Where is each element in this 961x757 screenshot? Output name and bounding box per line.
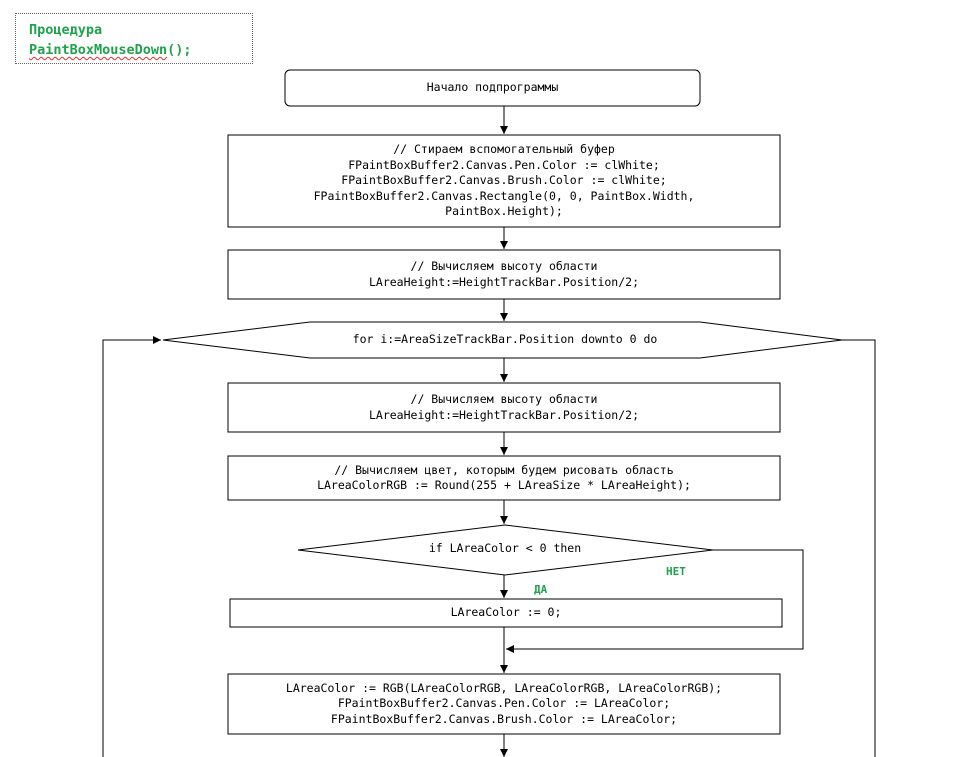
procedure-title-box: Процедура PaintBoxMouseDown(); bbox=[15, 13, 253, 64]
procedure-title-line2: PaintBoxMouseDown(); bbox=[29, 40, 252, 60]
code-line: LAreaColor := 0; bbox=[450, 605, 562, 620]
code-line: FPaintBoxBuffer2.Canvas.Brush.Color := c… bbox=[341, 173, 667, 188]
procedure-name: PaintBoxMouseDown bbox=[29, 42, 168, 58]
loop-text: for i:=AreaSizeTrackBar.Position downto … bbox=[310, 322, 700, 358]
code-line: LAreaColor := RGB(LAreaColorRGB, LAreaCo… bbox=[285, 680, 723, 695]
code-line: // Вычисляем высоту области bbox=[410, 259, 598, 273]
code-line: FPaintBoxBuffer2.Canvas.Pen.Color := LAr… bbox=[337, 696, 671, 711]
loop-return-line bbox=[102, 336, 161, 757]
code-line: FPaintBoxBuffer2.Canvas.Brush.Color := L… bbox=[330, 711, 678, 726]
code-line: FPaintBoxBuffer2.Canvas.Rectangle(0, 0, … bbox=[313, 188, 695, 203]
code-line: PaintBox.Height); bbox=[445, 204, 563, 219]
code-line: FPaintBoxBuffer2.Canvas.Pen.Color := clW… bbox=[348, 157, 660, 172]
no-branch-line bbox=[506, 549, 804, 653]
clear-buffer-text: // Стираем вспомогательный буфер FPaintB… bbox=[228, 135, 780, 227]
condition-text: if LAreaColor < 0 then bbox=[360, 537, 650, 561]
code-line: // Вычисляем цвет, которым будем рисоват… bbox=[334, 462, 674, 477]
set-color-text: LAreaColor := RGB(LAreaColorRGB, LAreaCo… bbox=[228, 674, 780, 734]
no-label: НЕТ bbox=[666, 565, 686, 578]
start-label: Начало подпрограммы bbox=[426, 80, 559, 95]
start-text: Начало подпрограммы bbox=[285, 70, 700, 106]
calc-height-text-1: // Вычисляем высоту области LAreaHeight:… bbox=[228, 250, 780, 299]
condition-label: if LAreaColor < 0 then bbox=[428, 541, 582, 556]
yes-label: ДА bbox=[534, 583, 548, 596]
procedure-title-line1: Процедура bbox=[29, 22, 103, 38]
set-zero-text: LAreaColor := 0; bbox=[230, 599, 782, 627]
code-line: // Вычисляем высоту области bbox=[410, 392, 598, 406]
loop-exit-line bbox=[842, 339, 876, 757]
code-line: LAreaColorRGB := Round(255 + LAreaSize *… bbox=[317, 478, 691, 492]
loop-label: for i:=AreaSizeTrackBar.Position downto … bbox=[352, 332, 658, 347]
calc-color-text: // Вычисляем цвет, которым будем рисоват… bbox=[228, 456, 780, 500]
set-zero-block bbox=[229, 598, 783, 628]
code-line: // Стираем вспомогательный буфер bbox=[393, 142, 615, 157]
start-terminal bbox=[284, 69, 701, 107]
code-line: LAreaHeight:=HeightTrackBar.Position/2; bbox=[368, 407, 640, 422]
code-line: LAreaHeight:=HeightTrackBar.Position/2; bbox=[368, 274, 640, 289]
calc-height-text-2: // Вычисляем высоту области LAreaHeight:… bbox=[228, 383, 780, 432]
procedure-parens: (); bbox=[167, 42, 192, 58]
